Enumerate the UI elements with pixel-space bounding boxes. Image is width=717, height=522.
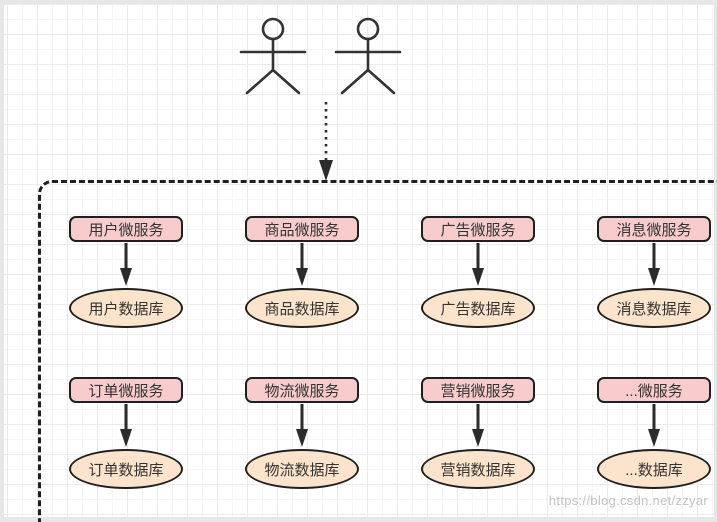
dotted-arrow-icon (319, 102, 333, 181)
service-db-pair: 营销微服务 营销数据库 (419, 377, 537, 489)
grid-paper: 用户微服务 用户数据库 商品微服务 商品数据库 广告微服 (4, 4, 717, 522)
actors-group (238, 17, 403, 102)
service-db-pair: 消息微服务 消息数据库 (595, 216, 713, 328)
arrow-down-icon (472, 404, 484, 447)
user-actor-icon (334, 17, 402, 95)
service-db-pair: 商品微服务 商品数据库 (243, 216, 361, 328)
database-node: 消息数据库 (597, 288, 711, 328)
service-node: 营销微服务 (421, 377, 535, 403)
arrow-down-icon (120, 404, 132, 447)
database-node: ...数据库 (597, 449, 711, 489)
service-node: 商品微服务 (245, 216, 359, 242)
arrow-down-icon (296, 243, 308, 286)
service-node: 物流微服务 (245, 377, 359, 403)
watermark-url: https://blog.csdn.net/zzyar (548, 493, 708, 508)
user-actor-icon (239, 17, 307, 95)
service-node: 用户微服务 (69, 216, 183, 242)
arrow-down-icon (120, 243, 132, 286)
service-db-pair: 用户微服务 用户数据库 (67, 216, 185, 328)
service-node: 订单微服务 (69, 377, 183, 403)
service-node: ...微服务 (597, 377, 711, 403)
arrow-down-icon (296, 404, 308, 447)
database-node: 物流数据库 (245, 449, 359, 489)
diagram-row: 用户微服务 用户数据库 商品微服务 商品数据库 广告微服 (67, 216, 713, 328)
database-node: 广告数据库 (421, 288, 535, 328)
service-db-pair: 广告微服务 广告数据库 (419, 216, 537, 328)
database-node: 订单数据库 (69, 449, 183, 489)
service-node: 消息微服务 (597, 216, 711, 242)
service-db-pair: 订单微服务 订单数据库 (67, 377, 185, 489)
database-node: 商品数据库 (245, 288, 359, 328)
diagram-row: 订单微服务 订单数据库 物流微服务 物流数据库 营销微服 (67, 377, 713, 489)
arrow-down-icon (648, 404, 660, 447)
database-node: 营销数据库 (421, 449, 535, 489)
service-node: 广告微服务 (421, 216, 535, 242)
system-boundary: 用户微服务 用户数据库 商品微服务 商品数据库 广告微服 (38, 180, 717, 522)
service-db-pair: 物流微服务 物流数据库 (243, 377, 361, 489)
service-db-pair: ...微服务 ...数据库 (595, 377, 713, 489)
arrow-down-icon (648, 243, 660, 286)
arrow-down-icon (472, 243, 484, 286)
database-node: 用户数据库 (69, 288, 183, 328)
